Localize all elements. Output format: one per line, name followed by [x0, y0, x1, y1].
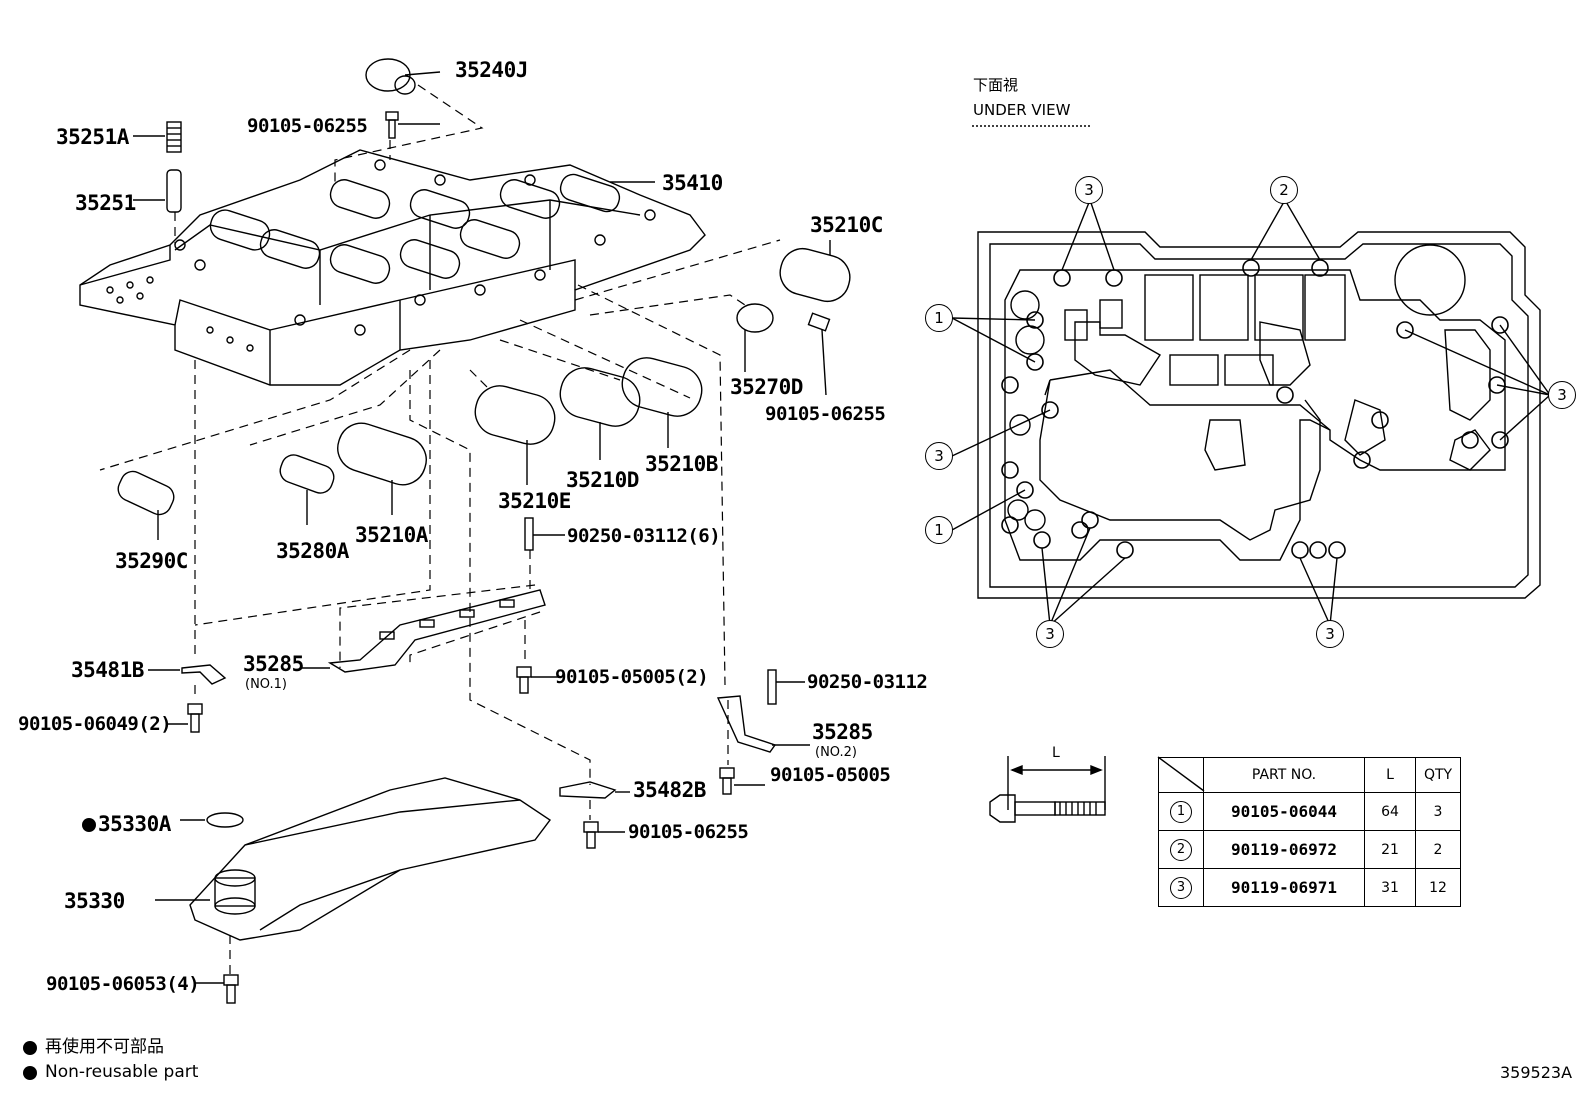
solenoid-35210B: [621, 357, 703, 448]
label-35285-no1: 35285: [243, 652, 304, 676]
label-35280A: 35280A: [276, 539, 349, 563]
bracket-35285-no1: [300, 589, 546, 673]
valve-body-35410: [79, 149, 706, 386]
legend-text-en: Non-reusable part: [45, 1062, 199, 1082]
row-part-no: 90105-06044: [1203, 792, 1365, 831]
row-index: 1: [1170, 800, 1192, 823]
header-index: [1158, 757, 1204, 793]
header-qty: QTY: [1415, 757, 1461, 793]
table-row: 2 90119-06972 21 2: [1158, 830, 1461, 869]
pin-90250-03112-6: [524, 517, 565, 551]
oil-strainer-35330: [155, 777, 552, 941]
label-35481B: 35481B: [71, 658, 144, 682]
bolt-table-header: PART NO. L QTY: [1158, 757, 1461, 793]
legend-dot-1: [23, 1041, 37, 1055]
label-90250-03112-6: 90250-03112(6): [567, 525, 721, 547]
row-part-no: 90119-06971: [1203, 868, 1365, 907]
bolt-90105-06053-4: [195, 974, 239, 1004]
legend-dot-2: [23, 1066, 37, 1080]
table-row: 3 90119-06971 31 12: [1158, 868, 1461, 907]
header-part-no: PART NO.: [1203, 757, 1365, 793]
label-90105-05005: 90105-05005: [770, 764, 891, 786]
solenoid-35210E: [474, 385, 556, 485]
label-35330: 35330: [64, 889, 125, 913]
callout-3-left: 3: [925, 442, 953, 470]
figure-id: 359523A: [1500, 1063, 1573, 1082]
bolt-90105-05005: [719, 767, 765, 795]
label-35285-no1-sub: (NO.1): [245, 677, 287, 692]
bolt-top: [385, 111, 440, 139]
label-90105-06255-top: 90105-06255: [247, 115, 368, 137]
bracket-35481B: [148, 664, 227, 685]
callout-1-lower-left: 1: [925, 516, 953, 544]
label-35210E: 35210E: [498, 489, 571, 513]
row-qty: 12: [1415, 868, 1461, 907]
under-view: [951, 125, 1551, 626]
pin-90250-03112: [767, 669, 805, 705]
callout-1-upper-left: 1: [925, 304, 953, 332]
sensor-35290C: [117, 470, 175, 540]
label-35210C: 35210C: [810, 213, 883, 237]
solenoid-35240J: [365, 58, 441, 95]
bolt-lower: [583, 821, 625, 849]
label-35210A: 35210A: [355, 523, 428, 547]
row-qty: 3: [1415, 792, 1461, 831]
plug-35251: [133, 169, 182, 213]
row-l: 21: [1364, 830, 1416, 869]
bracket-35482B: [559, 781, 630, 799]
callout-3-right: 3: [1548, 381, 1576, 409]
legend-text-jp: 再使用不可部品: [45, 1037, 164, 1057]
assembly-lines: [99, 84, 781, 975]
bracket-35285-no2: [716, 695, 810, 753]
sensor-35280A: [279, 454, 335, 525]
callout-3-bottom-left: 3: [1036, 620, 1064, 648]
label-35270D: 35270D: [730, 375, 803, 399]
row-qty: 2: [1415, 830, 1461, 869]
label-35240J: 35240J: [455, 58, 528, 82]
label-35285-no2-sub: (NO.2): [815, 745, 857, 760]
label-90105-06255-right: 90105-06255: [765, 403, 886, 425]
label-35290C: 35290C: [115, 549, 188, 573]
row-l: 64: [1364, 792, 1416, 831]
label-90105-06053-4: 90105-06053(4): [46, 973, 200, 995]
under-view-title-jp: 下面視: [973, 76, 1019, 94]
row-part-no: 90119-06972: [1203, 830, 1365, 869]
header-l: L: [1364, 757, 1416, 793]
label-90105-06255-lower: 90105-06255: [628, 821, 749, 843]
label-35210D: 35210D: [566, 468, 639, 492]
under-view-title-en: UNDER VIEW: [973, 101, 1071, 119]
bolt-dimension-drawing: [989, 756, 1106, 823]
label-35210B: 35210B: [645, 452, 718, 476]
sensor-35270D: [736, 303, 831, 396]
solenoid-35210D: [559, 367, 641, 460]
callout-3-top-left: 3: [1075, 176, 1103, 204]
bolt-table: PART NO. L QTY 1 90105-06044 64 3 2 9011…: [1158, 757, 1461, 907]
label-35251: 35251: [75, 191, 136, 215]
label-90105-06049-2: 90105-06049(2): [18, 713, 172, 735]
label-35251A: 35251A: [56, 125, 129, 149]
table-row: 1 90105-06044 64 3: [1158, 792, 1461, 831]
label-35330A: 35330A: [98, 812, 171, 836]
row-index: 3: [1170, 876, 1192, 899]
label-35410: 35410: [662, 171, 723, 195]
solenoid-35210A: [337, 422, 427, 515]
non-reusable-mark: [82, 818, 96, 832]
bolt-90105-05005-2: [516, 666, 560, 694]
solenoid-35210C: [779, 240, 851, 303]
row-index: 2: [1170, 838, 1192, 861]
label-90105-05005-2: 90105-05005(2): [555, 666, 709, 688]
dimension-label-L: L: [1052, 745, 1060, 761]
label-90250-03112: 90250-03112: [807, 671, 928, 693]
label-35482B: 35482B: [633, 778, 706, 802]
bolt-90105-06049-2: [166, 703, 203, 733]
row-l: 31: [1364, 868, 1416, 907]
spring-35251A: [133, 121, 182, 153]
label-35285-no2: 35285: [812, 720, 873, 744]
callout-3-bottom-right: 3: [1316, 620, 1344, 648]
callout-2-top: 2: [1270, 176, 1298, 204]
